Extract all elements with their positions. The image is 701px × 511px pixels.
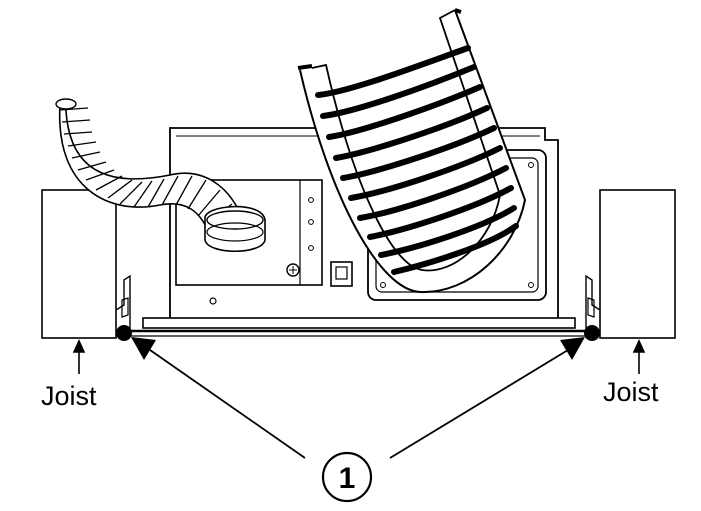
flexible-duct-main <box>297 8 527 294</box>
flexible-duct-left <box>55 98 266 253</box>
left-joist-label: Joist <box>41 381 97 411</box>
callout-circle <box>321 451 373 503</box>
right-joist-label: Joist <box>603 377 659 407</box>
left-joist <box>41 189 117 339</box>
receptacle <box>330 261 353 287</box>
mount-point-left <box>116 325 132 341</box>
right-joist <box>599 189 676 339</box>
callout-leader-right <box>389 337 585 459</box>
left-joist-pointer <box>72 339 86 374</box>
callout-leader-left <box>131 337 306 459</box>
callout-number: 1 <box>339 462 356 495</box>
fan-housing <box>115 127 601 337</box>
right-joist-pointer <box>632 339 646 374</box>
mount-point-right <box>584 325 600 341</box>
